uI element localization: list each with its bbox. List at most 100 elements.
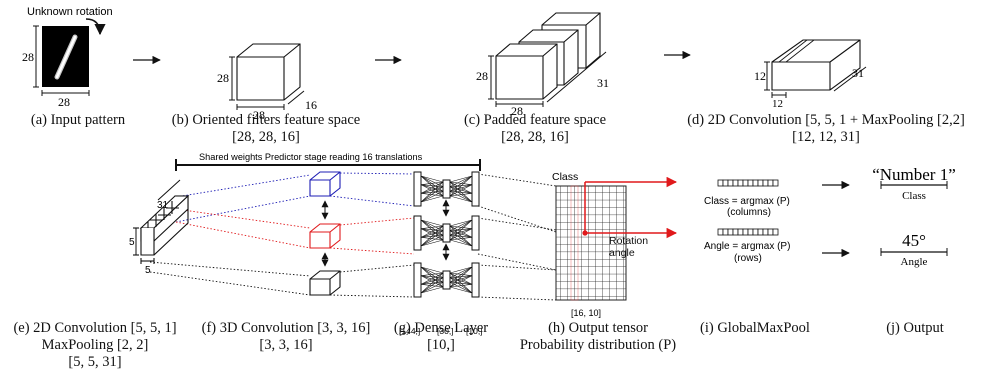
caption-f: (f) 3D Convolution [3, 3, 16][3, 3, 16] (201, 320, 371, 353)
dense-connection (449, 186, 473, 203)
dense-connection (449, 184, 473, 197)
dense-connection (420, 266, 444, 278)
vector-cell (752, 179, 759, 187)
tensor-rotation-label: Rotation (609, 235, 648, 247)
dense-connection (420, 277, 444, 294)
dense-connection (420, 225, 444, 247)
vector-cell (772, 179, 779, 187)
conv-depth-label: 31 (852, 66, 864, 80)
dense-connection (449, 230, 473, 238)
conv3d-cube-red (309, 223, 341, 249)
caption-g: (g) Dense Layer[10,] (393, 320, 489, 353)
vector-cell (747, 228, 754, 236)
dense-connection (420, 184, 444, 187)
padded-feature-cubes: 28 28 31 (476, 12, 609, 118)
vector-cell (762, 179, 769, 187)
dense-connection (449, 239, 473, 247)
dense-connection (449, 282, 473, 294)
dense-connection (449, 181, 473, 185)
dense-connection (420, 266, 444, 283)
dense-connection (420, 272, 444, 285)
dense-connection (449, 272, 473, 285)
dense-connection (420, 219, 444, 231)
caption-i: (i) GlobalMaxPool (700, 320, 810, 336)
dense-connection (449, 225, 473, 247)
dense-connection (449, 175, 473, 197)
class-equation: Class = argmax (P) (704, 196, 790, 207)
vector-cell (752, 228, 759, 236)
input-width-label: 28 (58, 95, 70, 109)
dense-connection (420, 275, 444, 288)
dense-connection (420, 282, 444, 294)
vector-cell (757, 228, 764, 236)
input-height-label: 28 (22, 50, 34, 64)
output-angle-value: 45° (902, 231, 926, 250)
dense-connection (420, 191, 444, 203)
dense-connection (420, 239, 444, 247)
vector-cell (737, 228, 744, 236)
dense-network (413, 171, 480, 217)
global-max-pool: Class = argmax (P) (columns) Angle = arg… (704, 179, 790, 264)
dense-connection (449, 266, 473, 283)
dense-connection (449, 186, 473, 194)
conv3d-cube-blue (309, 171, 341, 197)
oriented-filters-cube: 28 28 16 (217, 43, 317, 122)
dense-connection (449, 225, 473, 229)
dense-layer-box (413, 215, 422, 251)
output-class-name: Class (902, 190, 926, 202)
vector-cell (737, 179, 744, 187)
dense-connection (449, 175, 473, 192)
dense-connection (420, 186, 444, 194)
dense-connection (420, 275, 444, 278)
vector-cell (732, 179, 739, 187)
dense-layer-box (442, 179, 451, 199)
rotation-label: Unknown rotation (27, 6, 113, 18)
dense-connection (449, 184, 473, 187)
oriented-height-label: 28 (217, 71, 229, 85)
dense-connection (449, 225, 473, 238)
dense-connection (420, 266, 444, 288)
dense-connection (420, 235, 444, 247)
vector-cell (717, 228, 724, 236)
padded-height-label: 28 (476, 69, 488, 83)
dense-layers (413, 171, 480, 298)
dense-connection (449, 219, 473, 241)
dense-connection (449, 277, 473, 294)
dense-connection (420, 219, 444, 236)
class-subtitle: (columns) (727, 207, 771, 218)
vector-cell (767, 179, 774, 187)
vector-cell (742, 179, 749, 187)
dense-size-label: [30,] (437, 326, 454, 336)
dense-connection (420, 181, 444, 194)
dense-connection (420, 225, 444, 229)
dense-connection (449, 219, 473, 227)
tensor-angle-label: angle (609, 247, 635, 259)
dense-connection (420, 186, 444, 203)
class-vector (717, 179, 779, 187)
dense-network (413, 215, 480, 261)
vector-cell (732, 228, 739, 236)
vector-cell (742, 228, 749, 236)
vector-cell (747, 179, 754, 187)
dense-connection (420, 277, 444, 285)
dense-layer-box (442, 270, 451, 290)
dense-connection (449, 266, 473, 274)
vector-cell (717, 179, 724, 187)
conv-height-label: 12 (754, 69, 766, 83)
dense-connection (449, 272, 473, 276)
caption-e: (e) 2D Convolution [5, 5, 1]MaxPooling [… (13, 320, 177, 370)
block-depth-label: 31 (157, 200, 169, 211)
caption-j: (j) Output (886, 320, 944, 336)
shared-weights-bracket: Shared weights Predictor stage reading 1… (175, 152, 481, 171)
dense-connection (449, 219, 473, 236)
dense-connection (449, 272, 473, 294)
dense-connection (420, 195, 444, 203)
dense-connection (449, 191, 473, 203)
dense-connection (420, 286, 444, 294)
dense-layer-box (442, 223, 451, 243)
vector-cell (772, 228, 779, 236)
vector-cell (767, 228, 774, 236)
dense-connection (449, 230, 473, 247)
vector-cell (722, 228, 729, 236)
